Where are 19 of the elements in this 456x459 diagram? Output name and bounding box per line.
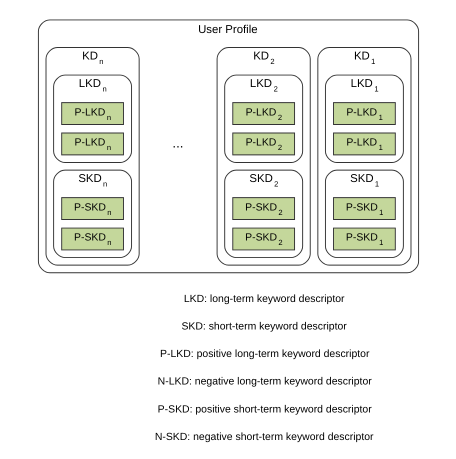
node-box: P-LKD$_{1}$	[332, 102, 396, 125]
node-box: P-LKD$_{n}$	[60, 132, 124, 156]
label: SKD: short-term keyword descriptor	[180, 322, 346, 333]
label: LKD: long-term keyword descriptor	[183, 294, 344, 306]
node-box: P-SKD$_{n}$	[60, 197, 124, 220]
label: P-LKD: positive long-term keyword descriptor	[160, 349, 369, 360]
node-box: P-LKD$_{n}$	[60, 102, 124, 125]
label: P-SKD: positive short-term keyword descriptor	[157, 404, 372, 416]
label: ...	[172, 135, 184, 150]
label: N-LKD: negative long-term keyword descriptor	[157, 376, 372, 388]
label: N-SKD: negative short-term keyword descriptor	[154, 432, 374, 443]
node-box: P-SKD$_{1}$	[332, 228, 396, 250]
node-box: P-SKD$_{2}$	[232, 197, 295, 220]
node-box: P-SKD$_{2}$	[232, 228, 295, 250]
node-box: P-LKD$_{1}$	[332, 132, 396, 156]
node-box: P-SKD$_{1}$	[332, 197, 396, 220]
node-box: P-LKD$_{2}$	[232, 102, 295, 125]
node-box: P-SKD$_{n}$	[60, 228, 124, 250]
node-box: P-LKD$_{2}$	[232, 132, 295, 156]
